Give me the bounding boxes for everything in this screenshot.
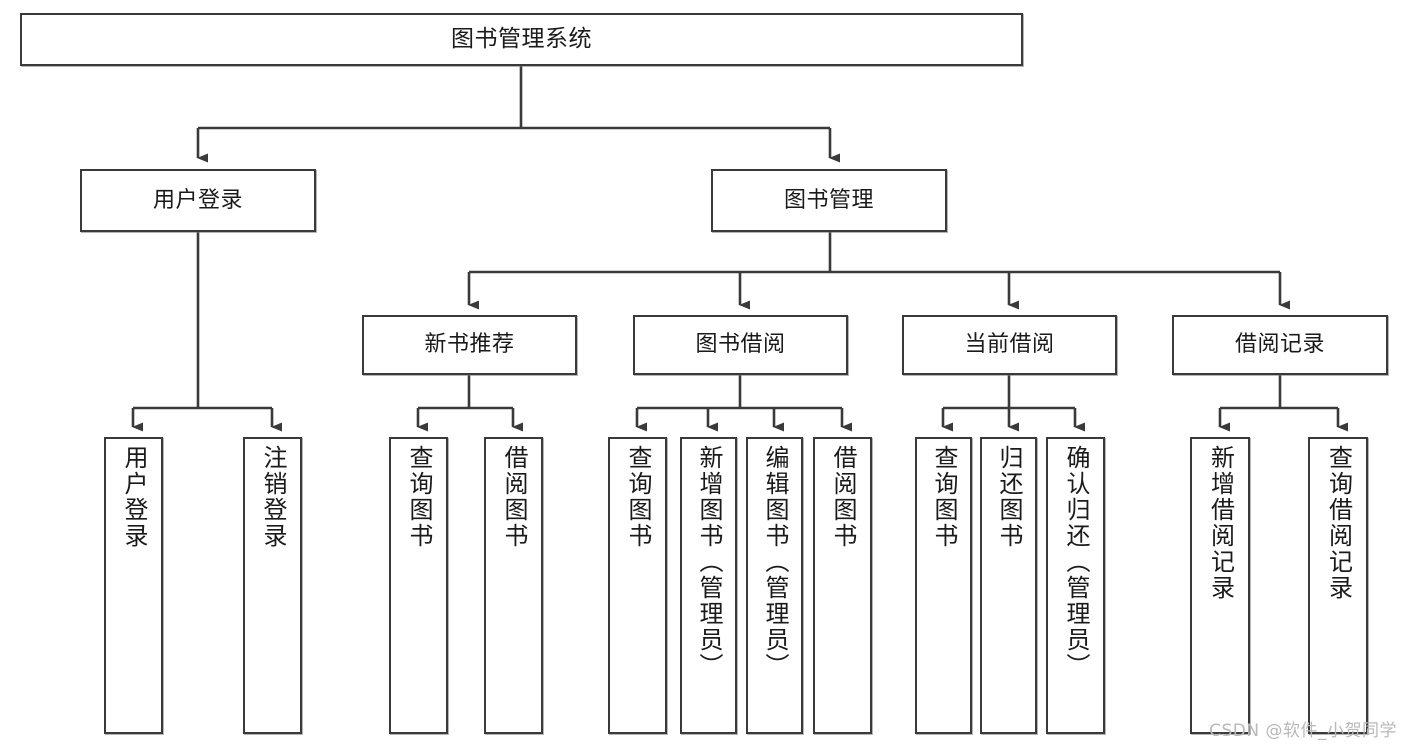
leaf-book-borrow-borrow[interactable]: 借阅图书 (813, 437, 872, 734)
leaf-borrow-record-add[interactable]: 新增借阅记录 (1190, 437, 1250, 734)
node-book-borrow-label: 图书借阅 (695, 332, 786, 358)
node-root-system-label: 图书管理系统 (451, 25, 592, 52)
leaf-new-book-query[interactable]: 查询图书 (389, 437, 448, 734)
leaf-user-login-login-label: 用户登录 (119, 445, 148, 549)
leaf-book-borrow-query[interactable]: 查询图书 (608, 437, 667, 734)
node-user-login[interactable]: 用户登录 (80, 169, 316, 232)
leaf-current-borrow-return[interactable]: 归还图书 (980, 437, 1037, 734)
node-borrow-record-label: 借阅记录 (1234, 332, 1325, 358)
leaf-current-borrow-return-label: 归还图书 (994, 445, 1023, 549)
leaf-new-book-borrow[interactable]: 借阅图书 (484, 437, 543, 734)
leaf-borrow-record-query-label: 查询借阅记录 (1324, 445, 1353, 601)
leaf-book-borrow-query-label: 查询图书 (623, 445, 652, 549)
node-new-book-recommend-label: 新书推荐 (424, 332, 515, 358)
csdn-watermark: CSDN @软件_小贺同学 (1209, 721, 1397, 741)
leaf-current-borrow-confirm-return-label: 确认归还（管理员） (1061, 445, 1090, 679)
leaf-book-borrow-edit[interactable]: 编辑图书（管理员） (746, 437, 803, 734)
leaf-new-book-borrow-label: 借阅图书 (499, 445, 528, 549)
leaf-current-borrow-confirm-return[interactable]: 确认归还（管理员） (1046, 437, 1105, 734)
leaf-user-login-logout-label: 注销登录 (258, 445, 287, 549)
leaf-book-borrow-add-label: 新增图书（管理员） (694, 445, 723, 679)
leaf-borrow-record-query[interactable]: 查询借阅记录 (1308, 437, 1368, 734)
node-borrow-record[interactable]: 借阅记录 (1172, 315, 1388, 375)
leaf-current-borrow-query-label: 查询图书 (929, 445, 958, 549)
leaf-user-login-login[interactable]: 用户登录 (104, 437, 163, 734)
leaf-current-borrow-query[interactable]: 查询图书 (915, 437, 972, 734)
node-book-management[interactable]: 图书管理 (711, 169, 947, 232)
node-book-management-label: 图书管理 (783, 187, 874, 213)
leaf-book-borrow-add[interactable]: 新增图书（管理员） (680, 437, 737, 734)
leaf-new-book-query-label: 查询图书 (404, 445, 433, 549)
leaf-book-borrow-borrow-label: 借阅图书 (828, 445, 857, 549)
node-root-system[interactable]: 图书管理系统 (20, 13, 1023, 66)
node-user-login-label: 用户登录 (152, 187, 243, 213)
node-current-borrow-label: 当前借阅 (964, 332, 1055, 358)
node-current-borrow[interactable]: 当前借阅 (902, 315, 1117, 375)
node-book-borrow[interactable]: 图书借阅 (633, 315, 848, 375)
leaf-user-login-logout[interactable]: 注销登录 (243, 437, 302, 734)
leaf-borrow-record-add-label: 新增借阅记录 (1206, 445, 1235, 601)
node-new-book-recommend[interactable]: 新书推荐 (362, 315, 577, 375)
leaf-book-borrow-edit-label: 编辑图书（管理员） (760, 445, 789, 679)
